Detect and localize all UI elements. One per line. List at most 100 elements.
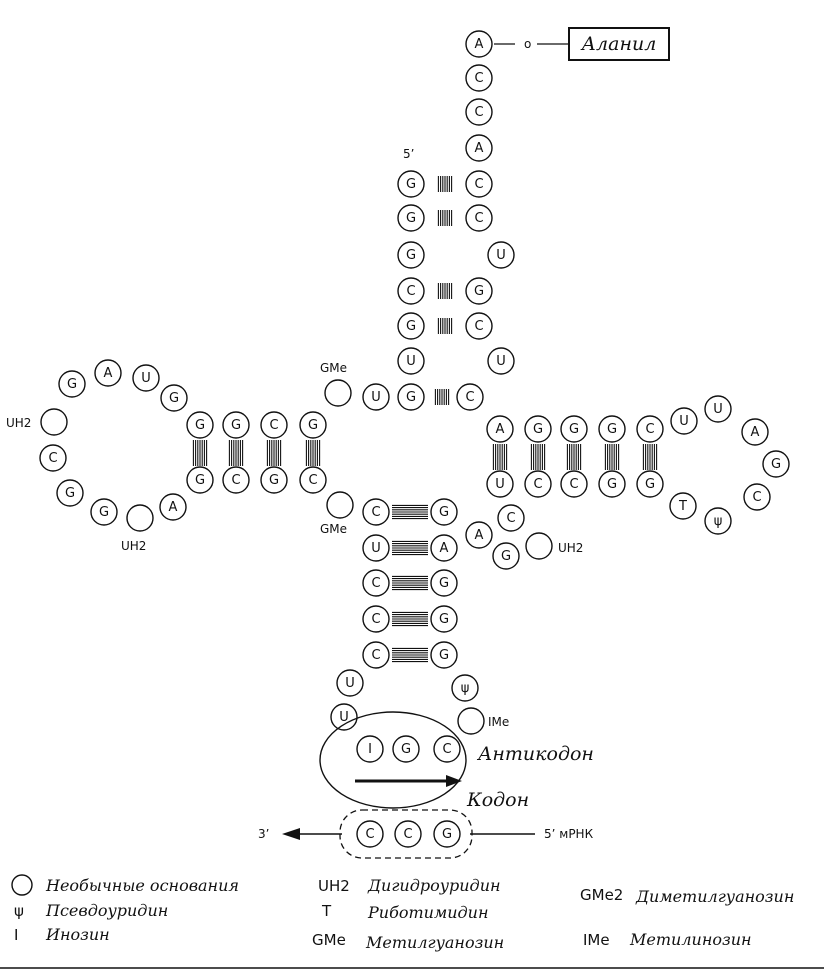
- svg-text:C: C: [533, 477, 542, 492]
- svg-text:C: C: [474, 71, 483, 86]
- svg-text:C: C: [371, 648, 380, 663]
- svg-text:A: A: [496, 422, 505, 437]
- acceptor-pair-rungs: [437, 283, 453, 299]
- d-loop-base: G: [90, 498, 118, 526]
- svg-text:C: C: [474, 105, 483, 120]
- svg-text:C: C: [406, 284, 415, 299]
- acceptor-tail-base: C: [465, 64, 493, 92]
- anticodon-stem-right-base: G: [430, 641, 458, 669]
- five-prime-label: 5’: [403, 147, 414, 161]
- svg-text:C: C: [569, 477, 578, 492]
- svg-text:G: G: [406, 319, 416, 334]
- svg-text:G: G: [474, 284, 484, 299]
- svg-text:C: C: [48, 451, 57, 466]
- d-loop-base: [40, 408, 68, 436]
- svg-text:A: A: [475, 37, 484, 52]
- svg-text:G: G: [195, 418, 205, 433]
- t-loop-base: G: [762, 450, 790, 478]
- svg-text:U: U: [406, 354, 416, 369]
- svg-text:U: U: [496, 354, 506, 369]
- acceptor-3-base: G: [465, 277, 493, 305]
- anticodon-stem-rungs: [392, 504, 428, 520]
- t-stem-top-base: A: [486, 415, 514, 443]
- anticodon-stem-right-base: G: [430, 569, 458, 597]
- svg-text:ψ: ψ: [461, 681, 470, 696]
- t-stem-rungs: [566, 444, 582, 470]
- anticodon-base: I: [356, 735, 384, 763]
- svg-text:G: G: [406, 248, 416, 263]
- d-stem-rungs: [192, 440, 208, 466]
- anticodon-stem-left-base: U: [362, 534, 390, 562]
- d-stem-bottom-base: G: [186, 466, 214, 494]
- svg-text:ψ: ψ: [714, 514, 723, 529]
- t-loop-base: U: [704, 395, 732, 423]
- legend-text-methylinosine: Метилинозин: [629, 930, 752, 949]
- svg-text:G: G: [569, 422, 579, 437]
- svg-text:A: A: [440, 541, 449, 556]
- d-loop-base: G: [58, 370, 86, 398]
- anticodon-loop-base: U: [330, 703, 358, 731]
- base-pair-rungs: [192, 176, 658, 663]
- legend-sym-dimethylguanosine: GMe2: [580, 886, 623, 904]
- legend-text-dihydrouridine: Дигидроуридин: [367, 876, 501, 895]
- t-stem-bottom-base: G: [598, 470, 626, 498]
- svg-text:G: G: [406, 177, 416, 192]
- acceptor-pair-rungs: [437, 176, 453, 192]
- d-stem-rungs: [228, 440, 244, 466]
- svg-text:C: C: [371, 576, 380, 591]
- acceptor-link-o: o: [524, 37, 531, 51]
- t-stem-bottom-base: U: [486, 470, 514, 498]
- svg-text:G: G: [195, 473, 205, 488]
- gme-label-top: GMe: [320, 361, 347, 375]
- svg-text:U: U: [713, 402, 723, 417]
- ime-label: IMe: [488, 715, 509, 729]
- svg-text:U: U: [339, 710, 349, 725]
- acceptor-tail-base: A: [465, 134, 493, 162]
- svg-text:G: G: [439, 612, 449, 627]
- acceptor-tail-base: A: [465, 30, 493, 58]
- legend-text-ribothymidine: Риботимидин: [367, 903, 489, 922]
- acceptor-5-base: G: [397, 383, 425, 411]
- svg-text:C: C: [752, 490, 761, 505]
- d-stem-top-base: G: [299, 411, 327, 439]
- svg-text:A: A: [169, 500, 178, 515]
- d-stem-bottom-base: G: [260, 466, 288, 494]
- codon-label: Кодон: [466, 789, 529, 811]
- svg-text:C: C: [365, 827, 374, 842]
- svg-text:G: G: [308, 418, 318, 433]
- svg-text:C: C: [308, 473, 317, 488]
- d-stem-top-base: C: [260, 411, 288, 439]
- d-stem-top-base: G: [222, 411, 250, 439]
- svg-text:A: A: [104, 366, 113, 381]
- legend-text-methylguanosine: Метилгуанозин: [365, 933, 504, 952]
- legend: Необычные основания ψ Псевдоуридин I Ино…: [11, 874, 794, 952]
- legend-sym-dihydrouridine: UH2: [318, 877, 350, 895]
- svg-text:G: G: [607, 422, 617, 437]
- anticodon-base: G: [392, 735, 420, 763]
- uh2-label-right: UH2: [558, 541, 583, 555]
- legend-sym-methylinosine: IMe: [583, 931, 610, 949]
- d-loop-base: G: [56, 479, 84, 507]
- svg-text:C: C: [474, 177, 483, 192]
- anticodon-base: C: [433, 735, 461, 763]
- acceptor-3-base: C: [456, 383, 484, 411]
- svg-text:U: U: [496, 248, 506, 263]
- svg-text:C: C: [403, 827, 412, 842]
- acceptor-5-base: G: [397, 170, 425, 198]
- anticodon-label: Антикодон: [476, 743, 594, 765]
- acceptor-5-base: U: [397, 347, 425, 375]
- mrna-three-prime: 3’: [258, 827, 269, 841]
- mrna-five-prime: 5’ мРНК: [544, 827, 594, 841]
- anticodon-stem-left-base: C: [362, 605, 390, 633]
- ime-base: [457, 707, 485, 735]
- svg-text:G: G: [269, 473, 279, 488]
- legend-text-pseudouridine: Псевдоуридин: [45, 901, 168, 920]
- acceptor-pair-rungs: [437, 210, 453, 226]
- svg-text:T: T: [678, 499, 687, 514]
- svg-text:G: G: [771, 457, 781, 472]
- legend-text-dimethylguanosine: Диметилгуанозин: [635, 887, 794, 906]
- acceptor-tail-base: C: [465, 98, 493, 126]
- legend-sym-inosine: I: [14, 926, 18, 944]
- svg-text:C: C: [474, 211, 483, 226]
